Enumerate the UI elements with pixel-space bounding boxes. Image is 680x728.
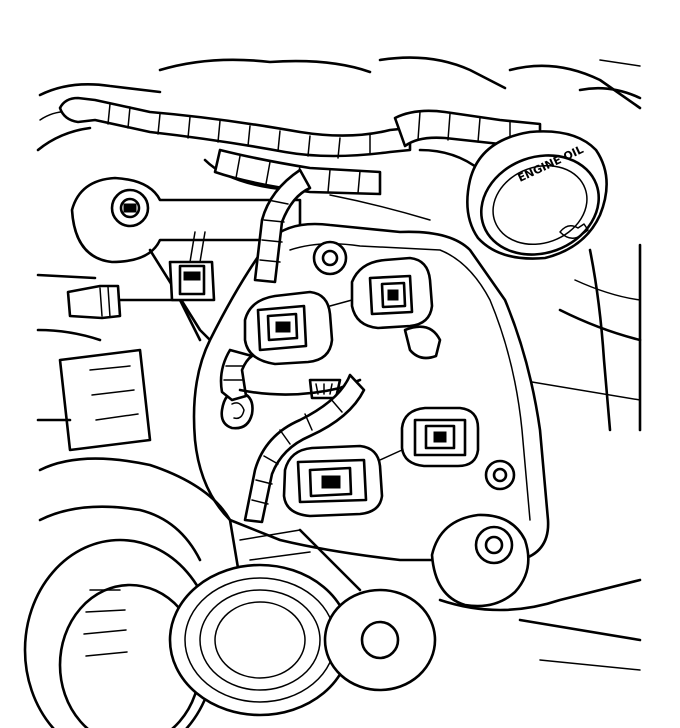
lower-right-bracket (430, 513, 530, 608)
upper-left-sensor-connector (168, 231, 216, 302)
right-middle-connector (400, 406, 480, 468)
lower-connector-harness (243, 373, 403, 524)
pulleys (23, 457, 642, 728)
left-connector-harness (219, 168, 362, 402)
left-bracket (70, 176, 302, 264)
right-hose (519, 243, 642, 432)
upper-right-connector (329, 256, 434, 330)
oil-filler-cap: ENGINE OIL (466, 130, 608, 260)
